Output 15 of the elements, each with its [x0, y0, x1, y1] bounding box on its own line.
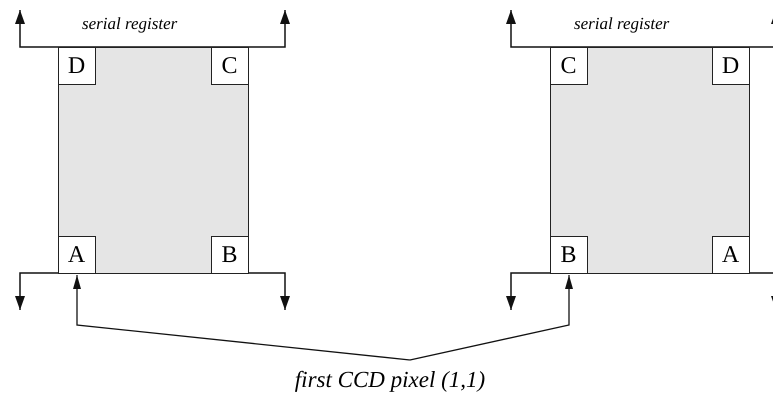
amplifier-corner: B	[550, 236, 588, 274]
ccd-area	[550, 47, 750, 274]
amplifier-corner: A	[58, 236, 96, 274]
amplifier-corner: A	[712, 236, 750, 274]
amplifier-corner: D	[58, 46, 96, 84]
register-label: serial register	[574, 14, 670, 34]
amplifier-corner: B	[210, 236, 248, 274]
register-label: serial register	[82, 14, 178, 34]
amplifier-corner: D	[712, 46, 750, 84]
amplifier-corner: C	[550, 46, 588, 84]
pixel-label: first CCD pixel (1,1)	[218, 360, 562, 400]
leader-line	[410, 275, 573, 361]
amplifier-corner: C	[210, 46, 248, 84]
ccd-area	[58, 47, 249, 274]
leader-line	[73, 275, 410, 361]
